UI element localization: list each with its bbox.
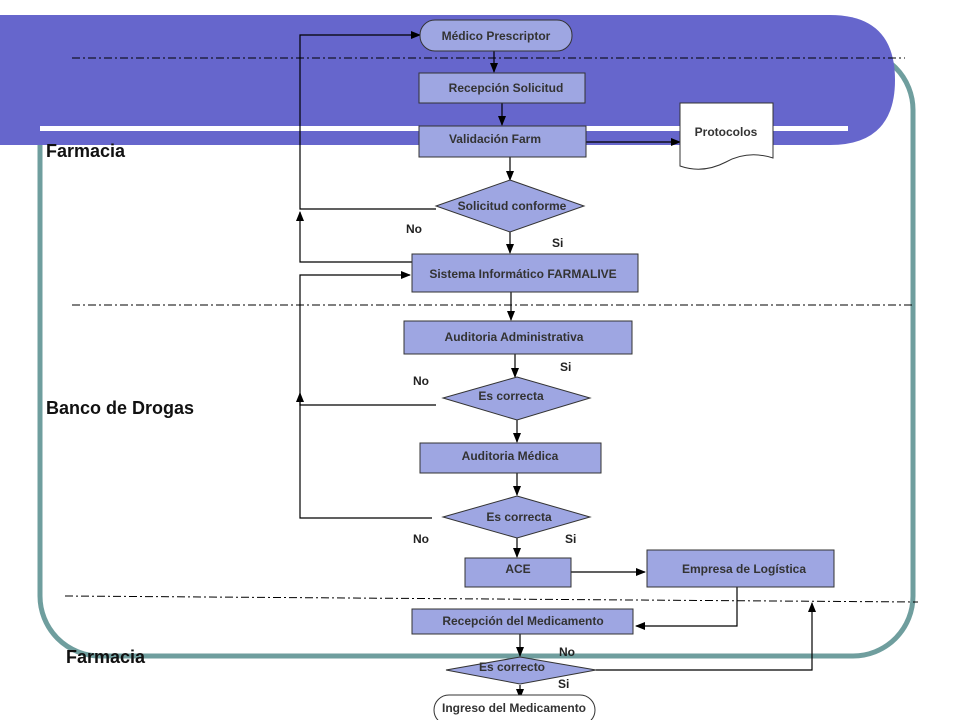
connector bbox=[296, 392, 436, 406]
lane-separator-3 bbox=[64, 595, 919, 603]
node-label: Protocolos bbox=[695, 125, 758, 139]
connector bbox=[635, 587, 738, 630]
node-label: Solicitud conforme bbox=[458, 199, 567, 213]
node-label: Auditoria Médica bbox=[462, 449, 559, 463]
node-label: Es correcto bbox=[479, 660, 545, 674]
node-label: Empresa de Logística bbox=[682, 562, 806, 576]
node-label: Ingreso del Medicamento bbox=[442, 701, 586, 715]
connector bbox=[296, 211, 412, 263]
edge-label-si: Si bbox=[558, 677, 569, 691]
node-auditoria-administrativa bbox=[403, 320, 633, 355]
node-label: Médico Prescriptor bbox=[442, 29, 551, 43]
connector bbox=[596, 602, 816, 671]
node-ace bbox=[464, 557, 572, 588]
node-es-correcta-1 bbox=[441, 376, 592, 421]
loop-back-connector bbox=[299, 31, 436, 210]
node-solicitud-conforme bbox=[434, 179, 586, 233]
edge-label-no: No bbox=[413, 532, 429, 546]
node-label: Recepción del Medicamento bbox=[442, 614, 603, 628]
lane-label-top: Farmacia bbox=[46, 141, 126, 161]
node-empresa-logistica bbox=[646, 549, 835, 588]
node-protocolos bbox=[679, 102, 774, 170]
node-recepcion-solicitud bbox=[418, 72, 586, 104]
node-auditoria-medica bbox=[419, 442, 602, 474]
edge-label-no: No bbox=[559, 645, 575, 659]
edge-label-si: Si bbox=[560, 360, 571, 374]
edge-label-si: Si bbox=[565, 532, 576, 546]
node-es-correcto bbox=[445, 656, 597, 685]
edge-label-no: No bbox=[413, 374, 429, 388]
lane-label-middle: Banco de Drogas bbox=[46, 398, 194, 418]
lane-label-bottom: Farmacia bbox=[66, 647, 146, 667]
node-ingreso-medicamento bbox=[433, 694, 596, 720]
connector bbox=[299, 271, 432, 519]
node-label: Sistema Informático FARMALIVE bbox=[429, 267, 616, 281]
node-label: Recepción Solicitud bbox=[449, 81, 564, 95]
node-label: Validación Farm bbox=[449, 132, 541, 146]
node-label: Auditoria Administrativa bbox=[445, 330, 584, 344]
node-validacion-farm bbox=[418, 125, 587, 158]
node-es-correcta-2 bbox=[441, 495, 592, 539]
node-recepcion-medicamento bbox=[411, 608, 634, 635]
node-medico-prescriptor bbox=[419, 19, 573, 52]
node-label: Es correcta bbox=[486, 510, 552, 524]
node-sistema-farmalive bbox=[411, 253, 639, 293]
node-label: Es correcta bbox=[478, 389, 544, 403]
edge-label-no: No bbox=[406, 222, 422, 236]
node-label: ACE bbox=[505, 562, 530, 576]
edge-label-si: Si bbox=[552, 236, 563, 250]
